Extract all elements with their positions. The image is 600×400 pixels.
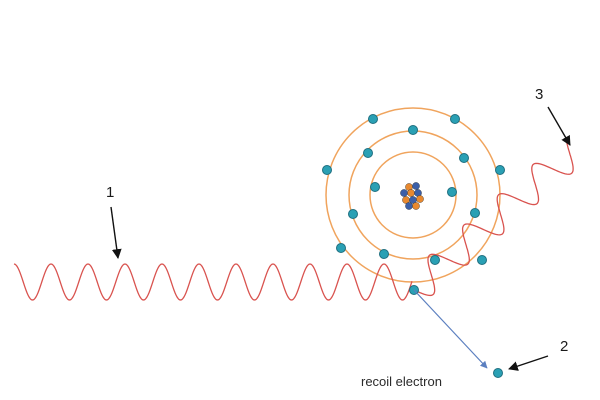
- scattered-photon-wave: [413, 141, 574, 297]
- arrow-recoil-electron: [508, 355, 549, 371]
- electron-icon: [322, 165, 332, 175]
- recoil-path-arrow: [413, 289, 488, 369]
- proton-icon: [412, 202, 420, 210]
- label-incident-photon: 1: [106, 184, 115, 201]
- electron-icon: [459, 153, 469, 163]
- electron-icon: [370, 182, 380, 192]
- orbit-outer: [325, 107, 501, 283]
- proton-icon: [407, 189, 415, 197]
- electron-icon: [477, 255, 487, 265]
- neutron-icon: [405, 202, 413, 210]
- electron-icon: [363, 148, 373, 158]
- electron-icon: [495, 165, 505, 175]
- neutron-icon: [412, 182, 420, 190]
- electron-icon: [379, 249, 389, 259]
- arrow-incident-photon: [110, 206, 122, 259]
- electron-icon: [470, 208, 480, 218]
- incident-photon-wave: [13, 263, 413, 301]
- neutron-icon: [400, 189, 408, 197]
- label-scattered-photon: 3: [535, 86, 544, 103]
- proton-icon: [416, 195, 424, 203]
- recoil-electron-icon: [493, 368, 503, 378]
- electron-icon: [336, 243, 346, 253]
- electron-icon: [348, 209, 358, 219]
- arrow-scattered-photon: [547, 106, 571, 146]
- electron-icon: [368, 114, 378, 124]
- electron-icon: [447, 187, 457, 197]
- electron-icon: [430, 255, 440, 265]
- nucleus-icon: [400, 182, 424, 210]
- label-electron: 2: [560, 338, 569, 355]
- electron-icon: [450, 114, 460, 124]
- label-recoil-electron: recoil electron: [361, 374, 442, 389]
- electron-icon: [408, 125, 418, 135]
